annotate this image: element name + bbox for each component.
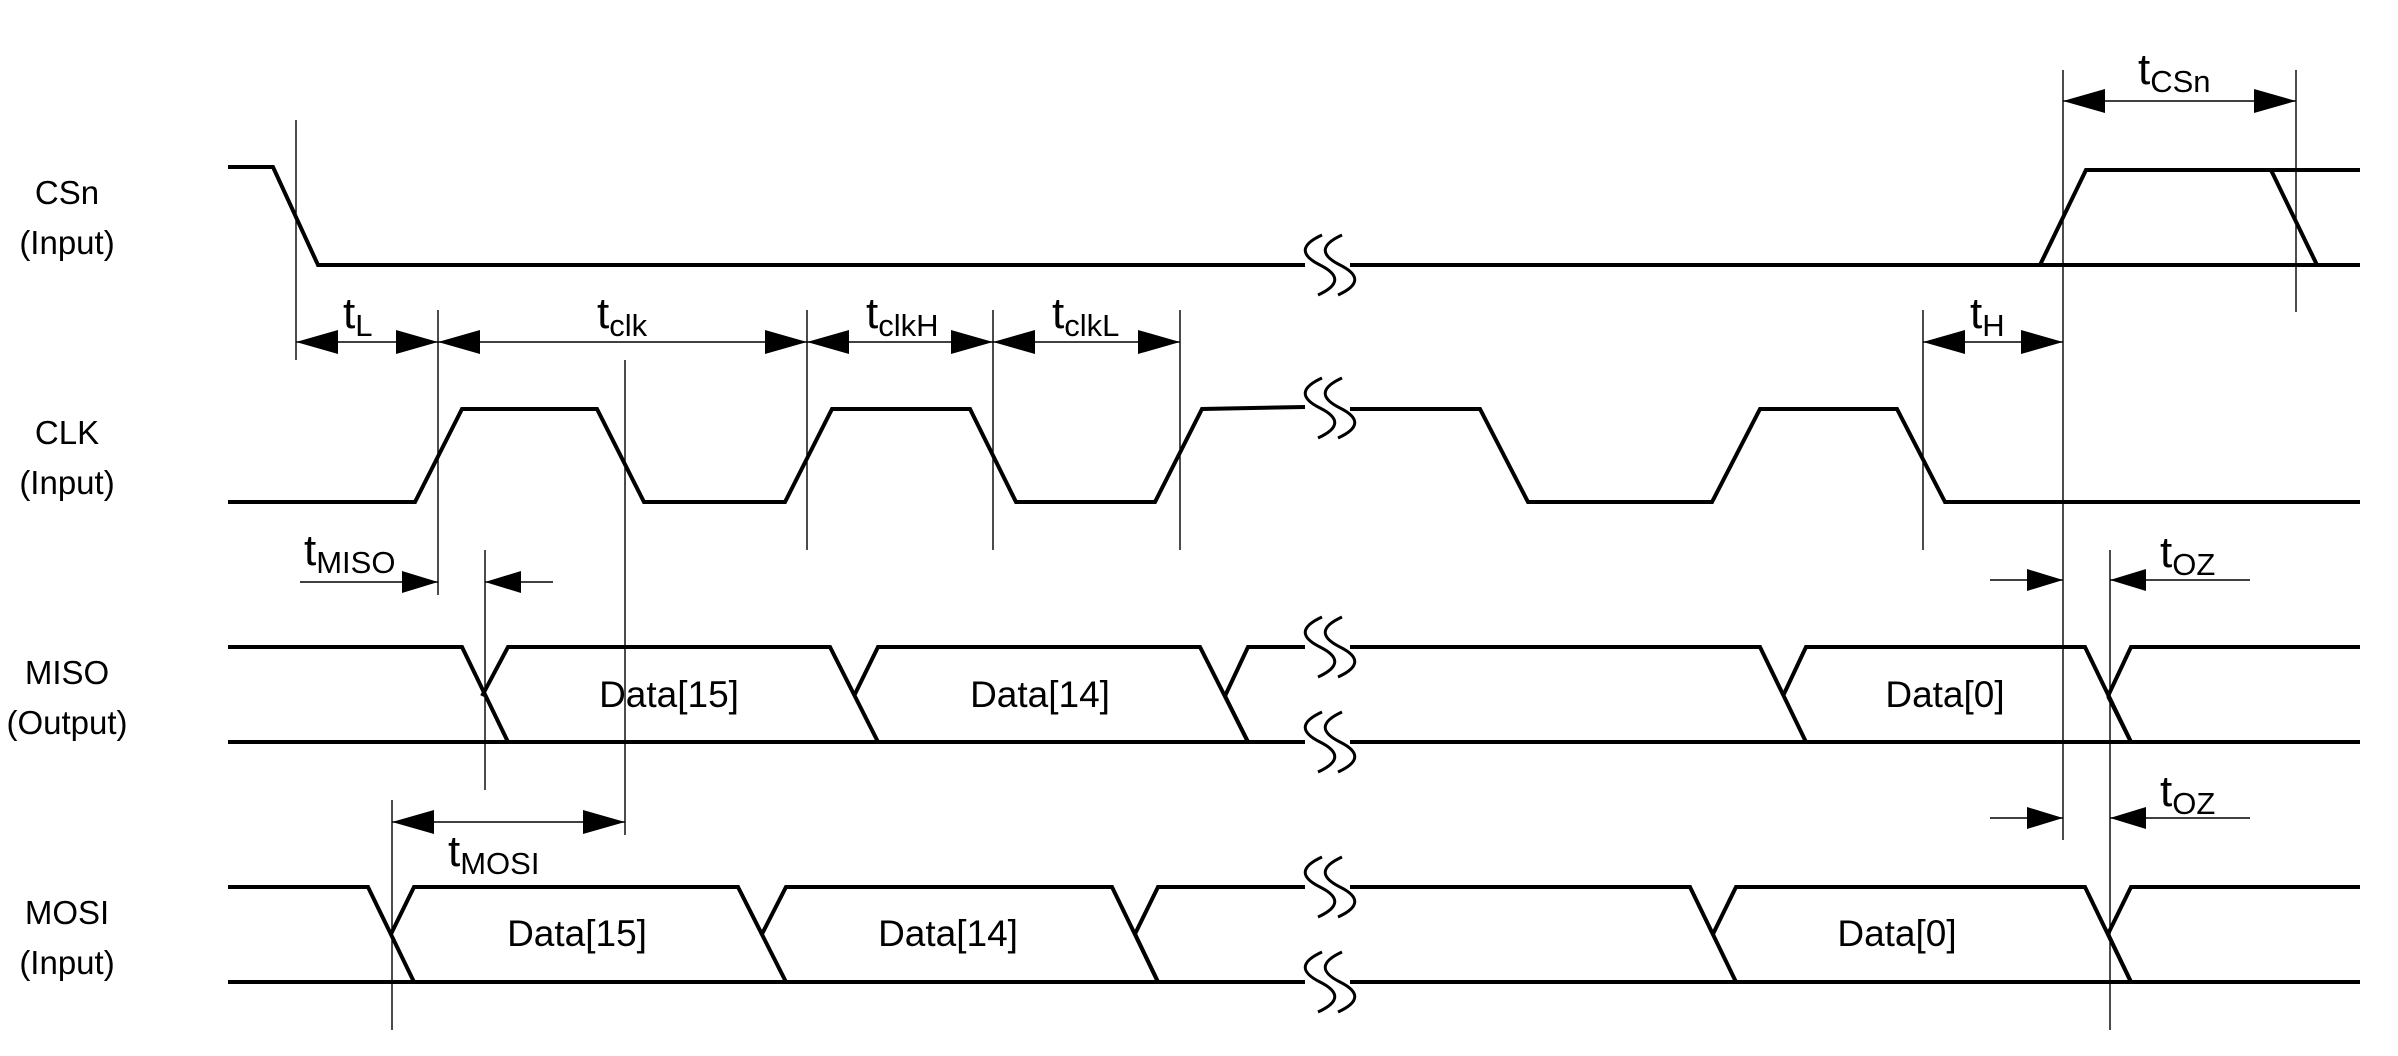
miso-data-15: Data[15] [599, 674, 739, 715]
axis-break-markers [1303, 233, 1357, 1014]
dimension-arrows [296, 89, 2296, 834]
timing-labels: tL tclk tclkH tclkL tH tCSn tMISO tMOSI … [304, 45, 2215, 881]
mosi-data-15: Data[15] [507, 913, 647, 954]
csn-direction: (Input) [19, 224, 114, 261]
miso-label: MISO [25, 654, 109, 691]
tmiso-label: tMISO [304, 526, 395, 580]
toz-mosi-label: tOZ [2160, 767, 2215, 821]
miso-data-0: Data[0] [1885, 674, 2004, 715]
clk-waveform [228, 405, 2360, 504]
signal-labels: CSn (Input) CLK (Input) MISO (Output) MO… [6, 174, 127, 981]
mosi-data-14: Data[14] [878, 913, 1018, 954]
mosi-waveform [228, 885, 2360, 984]
miso-direction: (Output) [6, 704, 127, 741]
clk-label: CLK [35, 414, 99, 451]
tcsn-label: tCSn [2138, 45, 2211, 99]
data-labels: Data[15] Data[14] Data[0] Data[15] Data[… [507, 674, 2005, 954]
tl-label: tL [343, 289, 372, 343]
tmosi-label: tMOSI [448, 827, 539, 881]
csn-waveform [228, 165, 2360, 267]
csn-label: CSn [35, 174, 99, 211]
miso-waveform [228, 645, 2360, 744]
mosi-direction: (Input) [19, 944, 114, 981]
clk-direction: (Input) [19, 464, 114, 501]
mosi-label: MOSI [25, 894, 109, 931]
miso-data-14: Data[14] [970, 674, 1110, 715]
th-label: tH [1970, 289, 2005, 343]
reference-lines [295, 70, 2297, 1030]
tclkl-label: tclkL [1052, 289, 1119, 343]
mosi-data-0: Data[0] [1837, 913, 1956, 954]
toz-miso-label: tOZ [2160, 528, 2215, 582]
tclk-label: tclk [597, 289, 648, 343]
tclkh-label: tclkH [866, 289, 939, 343]
